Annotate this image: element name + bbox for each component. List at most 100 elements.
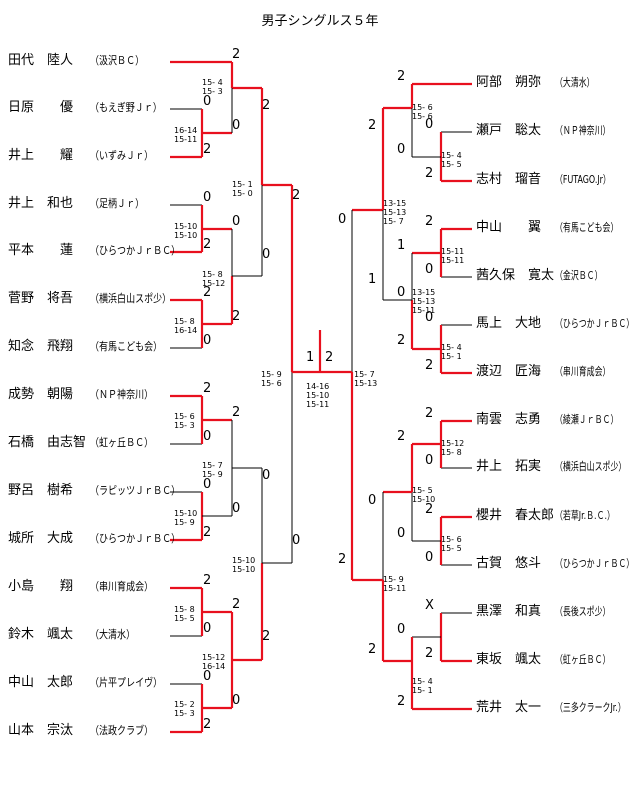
match-score: 2 [425,646,434,661]
player-club: （大清水） [555,76,595,89]
player-club: （もえぎ野Ｊｒ） [90,101,162,114]
player-name: 井上 耀 [8,148,74,163]
match-score: 0 [397,526,406,541]
player-club: （汲沢ＢＣ） [90,54,145,67]
match-score: 0 [368,493,377,508]
match-score: 0 [397,142,406,157]
match-score: 0 [338,212,347,227]
match-score: 2 [397,69,406,84]
match-score: X [425,598,434,613]
match-score: 0 [425,310,434,325]
match-score: 0 [203,429,212,444]
page-title: 男子シングルス５年 [261,14,379,29]
match-score: 0 [203,669,212,684]
match-score: 2 [232,405,241,420]
player-club: （串川育成会） [90,580,154,593]
player-name: 古賀 悠斗 [476,556,542,571]
match-score: 0 [232,693,241,708]
match-score: 0 [425,262,434,277]
match-score: 2 [425,406,434,421]
match-score: 0 [397,285,406,300]
match-score: 2 [262,98,271,113]
match-score: 2 [203,142,212,157]
match-score: 2 [203,525,212,540]
player-name: 野呂 樹希 [8,483,74,498]
player-club: （足柄Ｊｒ） [90,197,145,210]
player-name: 阿部 朔弥 [476,75,542,90]
match-score: 2 [368,118,377,133]
player-name: 黒澤 和真 [476,604,542,619]
match-score: 2 [425,358,434,373]
player-name: 南雲 志勇 [476,412,542,427]
player-name: 日原 優 [8,100,74,115]
match-score: 0 [292,533,301,548]
match-score: 0 [203,621,212,636]
player-club: （ＮＰ神奈川） [555,124,611,137]
match-score: 2 [232,309,241,324]
player-name: 菅野 将吾 [8,291,74,306]
player-club: （有馬こども会） [555,221,619,234]
player-name: 成勢 朝陽 [8,387,74,402]
player-name: 瀬戸 聡太 [476,123,542,138]
match-score: 2 [232,597,241,612]
player-name: 中山 翼 [476,220,542,235]
player-club: （若草Jr.Ｂ.Ｃ.） [555,509,615,522]
match-score: 2 [397,333,406,348]
match-score: 0 [425,550,434,565]
player-name: 小島 翔 [8,579,74,594]
player-club: （虹ヶ丘ＢＣ） [90,436,154,449]
match-score: 2 [425,502,434,517]
player-name: 山本 宗汰 [8,723,74,738]
player-club: （有馬こども会） [90,340,163,353]
player-name: 石橋 由志智 [8,435,87,450]
match-score: 0 [232,214,241,229]
player-name: 知念 飛翔 [8,339,74,354]
player-name: 櫻井 春太郎 [476,508,555,523]
player-club: （三多クラークJr.） [555,701,626,714]
player-club: （ひらつかＪｒＢＣ） [555,317,635,330]
match-score: 2 [397,429,406,444]
match-score: 0 [203,94,212,109]
match-score: 2 [292,188,301,203]
player-club: （ひらつかＪｒＢＣ） [90,244,181,257]
match-score: 2 [203,381,212,396]
player-name: 井上 拓実 [476,459,542,474]
player-club: （いずみＪｒ） [90,149,154,162]
player-club: （虹ヶ丘ＢＣ） [555,653,611,666]
player-name: 茜久保 寛太 [476,268,555,283]
player-name: 城所 大成 [8,531,74,546]
player-club: （横浜白山スポ少） [90,292,172,305]
player-club: （金沢ＢＣ） [555,269,603,282]
match-score: 0 [232,118,241,133]
match-score: 2 [203,717,212,732]
match-score: 2 [203,285,212,300]
match-score: 0 [232,501,241,516]
match-score: 2 [368,642,377,657]
player-club: （片平プレイヴ） [90,676,163,689]
match-score: 0 [425,117,434,132]
match-score: 2 [425,166,434,181]
player-club: （FUTAGO.Jr） [555,173,611,186]
match-score: 2 [397,694,406,709]
match-score: 0 [203,190,212,205]
